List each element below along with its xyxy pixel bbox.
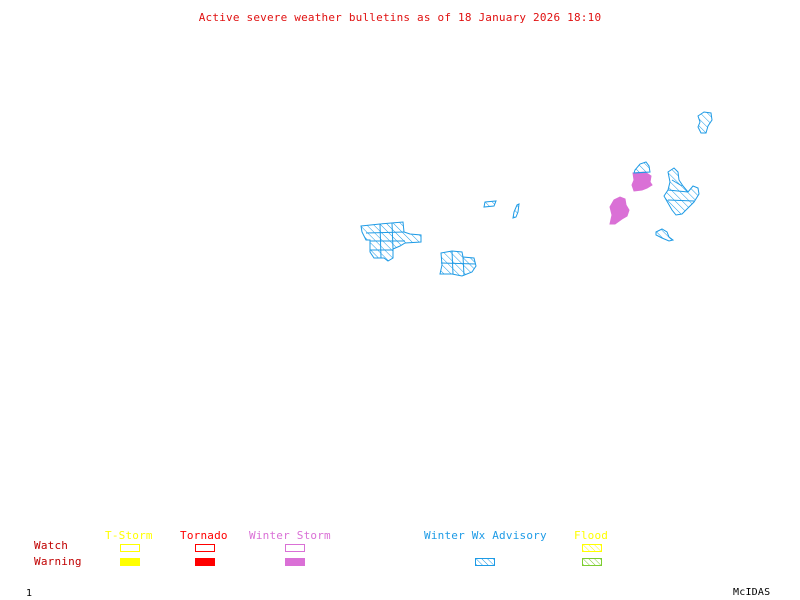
legend-swatch-tornado-watch xyxy=(195,544,215,552)
legend-swatch-flood-watch xyxy=(582,544,602,552)
legend-swatch-flood-warning xyxy=(582,558,602,566)
winter-storm-warning-region-upper xyxy=(631,171,653,192)
frame-number: 1 xyxy=(26,588,33,599)
legend-row-label-warning: Warning xyxy=(34,555,82,568)
legend-swatch-winter-storm-watch xyxy=(285,544,305,552)
map-title: Active severe weather bulletins as of 18… xyxy=(198,11,602,24)
advisory-region-far-northeast xyxy=(697,111,713,134)
winter-storm-warning-region-lower xyxy=(609,196,630,225)
legend-swatch-tornado-warning xyxy=(195,558,215,566)
advisory-region-central-west xyxy=(360,221,422,262)
legend-row-label-watch: Watch xyxy=(34,539,69,552)
advisory-region-central xyxy=(439,250,477,277)
legend-swatch-tstorm-watch xyxy=(120,544,140,552)
bulletin-map xyxy=(360,111,713,277)
advisory-region-small-patch xyxy=(483,200,497,208)
legend-label-winter-wx-advisory: Winter Wx Advisory xyxy=(424,529,547,542)
advisory-region-sliver xyxy=(512,203,520,219)
advisory-region-northeast-small xyxy=(655,228,675,242)
legend-swatch-tstorm-warning xyxy=(120,558,140,566)
legend-label-tstorm: T-Storm xyxy=(105,529,153,542)
advisory-region-northeast-large xyxy=(663,167,700,216)
legend-label-flood: Flood xyxy=(574,529,609,542)
legend-label-winter-storm: Winter Storm xyxy=(249,529,331,542)
legend-swatch-winter-storm-warning xyxy=(285,558,305,566)
advisory-region-northeast-cap xyxy=(633,161,651,174)
legend-swatch-winter-wx-advisory xyxy=(475,558,495,566)
mcidas-brand: McIDAS xyxy=(733,587,771,598)
legend-label-tornado: Tornado xyxy=(180,529,228,542)
